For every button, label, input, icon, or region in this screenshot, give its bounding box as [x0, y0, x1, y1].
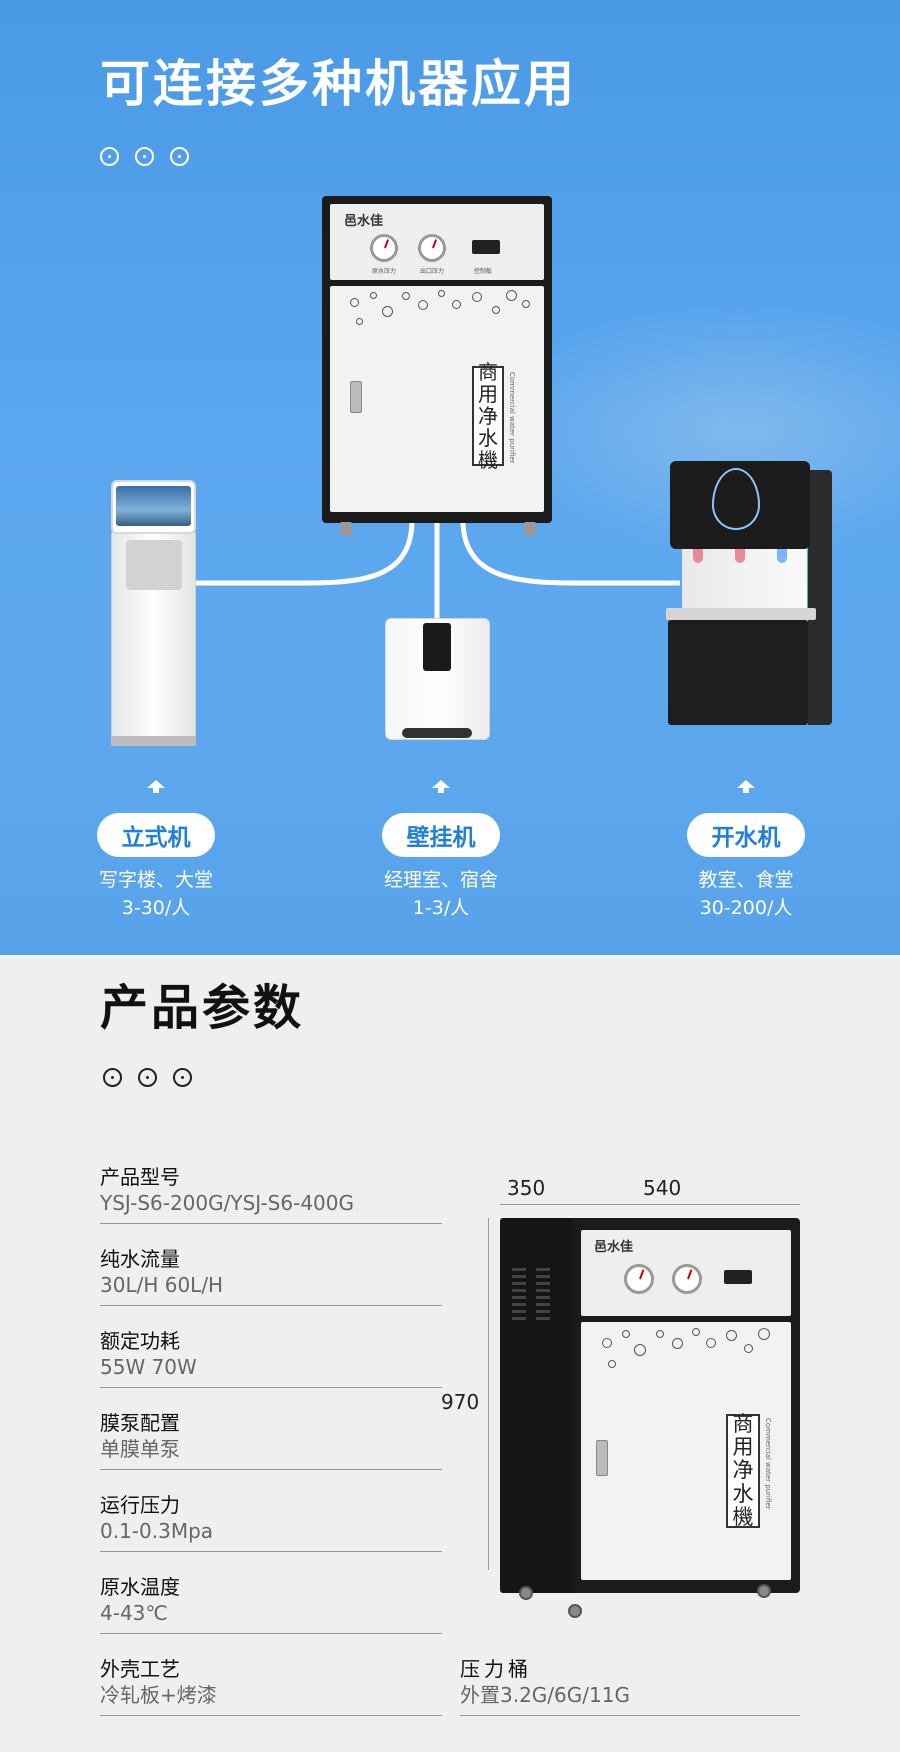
circle-dot-icon [173, 1068, 192, 1087]
pressure-gauge-icon [672, 1264, 702, 1294]
purifier-side-panel [500, 1218, 580, 1593]
circle-dot-icon [103, 1068, 122, 1087]
spec-key: 运行压力 [100, 1493, 180, 1517]
spec-key: 外壳工艺 [100, 1657, 180, 1681]
door-handle-icon [350, 381, 362, 413]
machine-type-wall: 壁挂机 [382, 813, 500, 857]
spec-row: 额定功耗 55W 70W [100, 1328, 442, 1388]
circle-dot-icon [170, 147, 189, 166]
up-arrow-icon [432, 780, 450, 793]
spec-value: 30L/H 60L/H [100, 1273, 224, 1297]
section-title: 产品参数 [100, 980, 305, 1036]
spec-row: 膜泵配置 单膜单泵 [100, 1410, 442, 1470]
spec-key: 纯水流量 [100, 1247, 180, 1271]
spec-row: 原水温度 4-43℃ [100, 1574, 442, 1634]
tap-icon [735, 549, 745, 563]
circle-dot-icon [138, 1068, 157, 1087]
spec-row: 运行压力 0.1-0.3Mpa [100, 1492, 442, 1552]
spec-row-pressure-tank: 压力桶 外置3.2G/6G/11G [460, 1656, 800, 1716]
spec-key: 压力桶 [460, 1657, 532, 1681]
machine-usage-boiling: 教室、食堂 30-200/人 [698, 869, 794, 919]
decorative-dots [100, 147, 189, 166]
machine-usage-wall: 经理室、宿舍 1-3/人 [383, 869, 498, 919]
pressure-gauge-icon [370, 234, 398, 262]
spec-value: 单膜单泵 [100, 1437, 180, 1461]
dimension-depth: 350 [507, 1176, 546, 1200]
up-arrow-icon [737, 780, 755, 793]
brand-logo: 邑水佳 [344, 214, 384, 229]
commercial-purifier-image: 邑水佳 商 用 净 水 機 Commercial water purifier [572, 1218, 800, 1593]
tap-icon [777, 549, 787, 563]
spec-value: 冷轧板+烤漆 [100, 1683, 217, 1707]
caster-wheel-icon [568, 1604, 582, 1618]
machine-type-boiling: 开水机 [687, 813, 805, 857]
digital-display-icon [423, 623, 451, 671]
door-handle-icon [596, 1440, 608, 1476]
spec-row: 纯水流量 30L/H 60L/H [100, 1246, 442, 1306]
dimension-height: 970 [441, 1390, 480, 1414]
dimension-width: 540 [643, 1176, 682, 1200]
up-arrow-icon [147, 780, 165, 793]
water-drop-icon [712, 468, 760, 530]
spec-value: 0.1-0.3Mpa [100, 1519, 214, 1543]
pressure-gauge-icon [418, 234, 446, 262]
spec-value: 4-43℃ [100, 1601, 168, 1625]
spec-key: 额定功耗 [100, 1329, 180, 1353]
connection-pipes [170, 519, 680, 618]
spec-row: 外壳工艺 冷轧板+烤漆 [100, 1656, 442, 1716]
circle-dot-icon [135, 147, 154, 166]
product-label: 商 用 净 水 機 [726, 1413, 760, 1528]
decorative-dots [103, 1068, 192, 1087]
spec-value: 外置3.2G/6G/11G [460, 1683, 630, 1707]
spec-value: YSJ-S6-200G/YSJ-S6-400G [100, 1191, 354, 1215]
application-section: 可连接多种机器应用 邑水佳 原水压力 出口压力 控制板 商 [0, 0, 900, 955]
caster-wheel-icon [757, 1584, 771, 1598]
section-title: 可连接多种机器应用 [100, 55, 577, 113]
spec-row: 产品型号 YSJ-S6-200G/YSJ-S6-400G [100, 1164, 442, 1224]
machine-usage-standing: 写字楼、大堂 3-30/人 [98, 869, 213, 919]
spec-key: 原水温度 [100, 1575, 180, 1599]
commercial-purifier-image: 邑水佳 原水压力 出口压力 控制板 商 用 净 水 機 Commercial w… [322, 196, 552, 523]
touch-screen-icon [116, 486, 191, 526]
product-label: 商 用 净 水 機 [472, 361, 504, 471]
spec-value: 55W 70W [100, 1355, 197, 1379]
spec-key: 膜泵配置 [100, 1411, 180, 1435]
control-panel-icon [472, 240, 500, 254]
machine-type-standing: 立式机 [97, 813, 215, 857]
pressure-gauge-icon [624, 1264, 654, 1294]
circle-dot-icon [100, 147, 119, 166]
brand-logo: 邑水佳 [594, 1240, 634, 1255]
control-panel-icon [724, 1270, 752, 1284]
caster-wheel-icon [519, 1586, 533, 1600]
spec-key: 产品型号 [100, 1165, 180, 1189]
tap-icon [693, 549, 703, 563]
